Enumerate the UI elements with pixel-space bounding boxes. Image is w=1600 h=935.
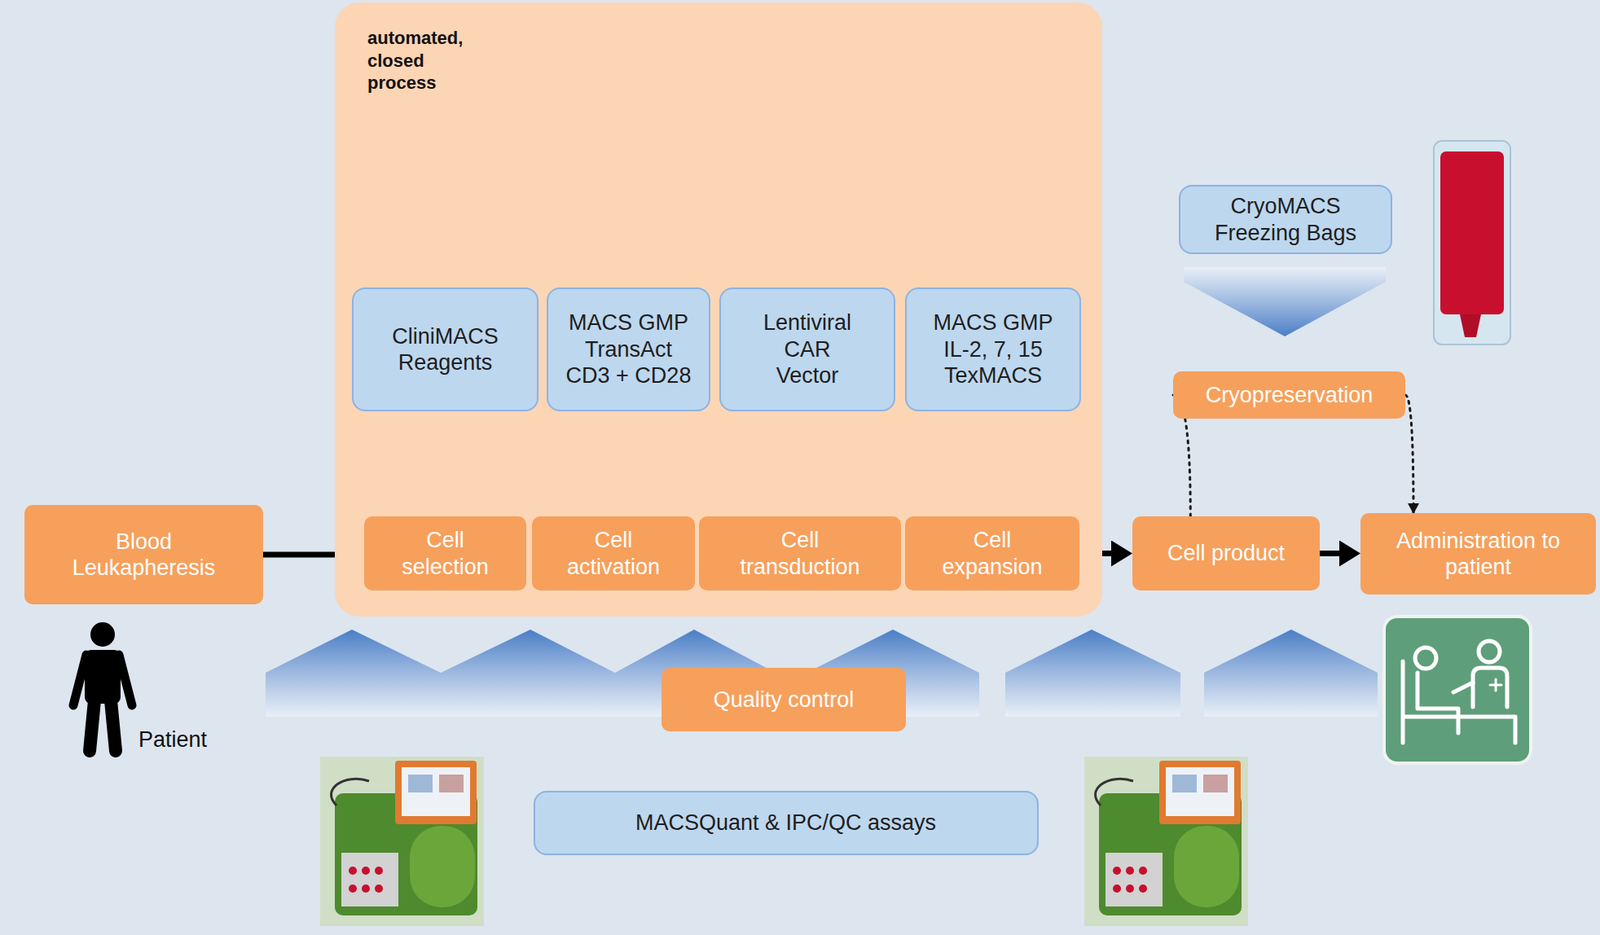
tube [374, 884, 383, 893]
process-box: Cell expansion [905, 516, 1080, 591]
patient-body [1417, 672, 1459, 734]
box-label: Cell product [1164, 540, 1288, 567]
bag-port [1459, 314, 1482, 338]
patient-figure [73, 622, 132, 752]
box-label: Lentiviral CAR Vector [752, 309, 863, 389]
arm [73, 654, 87, 706]
tube [361, 866, 370, 875]
front [1173, 826, 1240, 908]
tube [1138, 884, 1148, 893]
reagent-box: CliniMACS Reagents [351, 287, 539, 412]
process-box: Administration to patient [1360, 513, 1596, 595]
photo-ground [1084, 756, 1249, 927]
freezing-bag-picture [1433, 140, 1511, 345]
box-label: Cell transduction [718, 527, 882, 581]
box-label: MACS GMP TransAct CD3 + CD28 [561, 309, 696, 389]
screen-chart [1203, 774, 1228, 793]
screen [1165, 767, 1235, 817]
box-label: Quality control [669, 686, 898, 713]
doctor-head [1478, 641, 1500, 663]
chevron [1204, 629, 1378, 717]
box-label: Cell activation [552, 527, 675, 581]
screen-chart [439, 774, 464, 793]
box-label: Blood Leukapheresis [54, 528, 234, 582]
screen-chart [408, 774, 433, 793]
tube [348, 884, 357, 893]
reagent-box: Lentiviral CAR Vector [719, 287, 896, 412]
head [90, 622, 115, 647]
box-label: Administration to patient [1376, 527, 1581, 581]
flow-arrow [1319, 550, 1353, 557]
tube [361, 884, 370, 893]
screen [401, 767, 471, 817]
panel-title: automated, closed process [367, 26, 482, 95]
doctor-body [1472, 668, 1508, 708]
doctor-arm [1453, 682, 1473, 693]
tube [1125, 866, 1135, 875]
photo-ground [320, 756, 484, 927]
cable [331, 778, 370, 806]
process-box: Cell product [1132, 516, 1320, 591]
leg [89, 700, 95, 752]
leg [110, 700, 116, 752]
hospital-icon [1384, 616, 1531, 764]
chevron [440, 629, 616, 717]
box-label: MACS GMP IL-2, 7, 15 TexMACS [922, 309, 1065, 389]
bag-outer [1433, 140, 1511, 345]
reagent-box: MACS GMP IL-2, 7, 15 TexMACS [905, 287, 1082, 412]
screen-frame [1159, 760, 1241, 825]
reagent-box: MACS GMP TransAct CD3 + CD28 [546, 287, 711, 412]
tube [374, 866, 383, 875]
analyzer-picture [320, 756, 484, 927]
box-label: Cell selection [384, 527, 507, 581]
figure-label: Patient [138, 727, 207, 753]
rack [341, 852, 399, 907]
bed [1402, 661, 1516, 743]
chevron [1005, 629, 1181, 717]
process-box: Cell activation [531, 516, 695, 591]
process-panel: automated, closed processCliniMACS Reage… [334, 2, 1103, 617]
front [409, 826, 475, 908]
tube [1125, 884, 1135, 893]
analyzer-picture [1084, 756, 1249, 927]
cable [1095, 778, 1134, 806]
tube [1112, 866, 1121, 875]
box-label: MACSQuant & IPC/QC assays [541, 809, 1031, 836]
process-box: Blood Leukapheresis [24, 505, 264, 605]
material-box: MACSQuant & IPC/QC assays [533, 791, 1039, 856]
process-box: Quality control [661, 668, 906, 732]
material-box: CryoMACS Freezing Bags [1178, 184, 1393, 255]
box-label: Cryopreservation [1181, 382, 1398, 409]
tube [348, 866, 357, 875]
icon-ground [1384, 616, 1531, 764]
screen-chart [1172, 774, 1197, 793]
chevron [1183, 267, 1386, 337]
bag-inner [1440, 151, 1504, 315]
tube [1138, 866, 1148, 875]
box-label: CliniMACS Reagents [376, 323, 515, 377]
dotted-arrow [1405, 395, 1414, 514]
box-label: Cell expansion [927, 527, 1058, 581]
tube [1112, 884, 1121, 893]
box-label: CryoMACS Freezing Bags [1195, 193, 1376, 247]
process-box: Cell transduction [698, 516, 902, 591]
arm [118, 654, 132, 706]
patient-head [1415, 647, 1437, 669]
rack [1105, 852, 1163, 907]
chevron [265, 629, 441, 717]
process-box: Cryopreservation [1173, 371, 1406, 419]
screen-frame [395, 760, 477, 825]
cross [1490, 679, 1502, 691]
process-box: Cell selection [364, 516, 527, 591]
